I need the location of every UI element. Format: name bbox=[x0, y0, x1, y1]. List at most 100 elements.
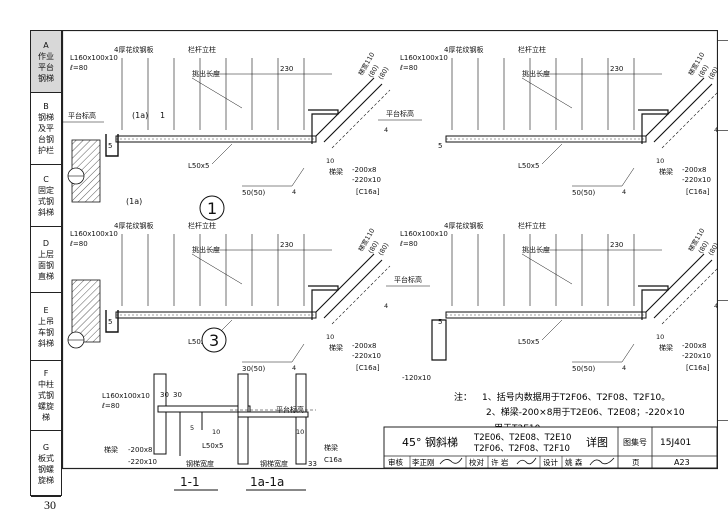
ell-label: ℓ=80 bbox=[69, 240, 88, 248]
plate-section bbox=[157, 405, 251, 413]
dim-5-label: 5 bbox=[108, 318, 112, 326]
dim-10-label: 10 bbox=[326, 333, 334, 341]
slope-weld-label: 4 bbox=[714, 302, 718, 310]
sidebar-tab-text: 护栏 bbox=[38, 146, 54, 155]
page-label: 页 bbox=[632, 458, 640, 467]
sidebar-tab-text: 螺旋 bbox=[38, 402, 54, 411]
edge-tick bbox=[718, 40, 728, 41]
title-suffix: 详图 bbox=[586, 435, 608, 449]
sidebar-tab-text: 面钢 bbox=[38, 260, 54, 270]
sidebar-tab-text: 平台 bbox=[38, 62, 54, 72]
dim-10-label: 10 bbox=[656, 157, 664, 165]
edge-tick bbox=[718, 300, 728, 301]
detail-number: 1 bbox=[207, 199, 217, 218]
sidebar-tab-text: 板式 bbox=[38, 453, 54, 463]
weld-label: 4 bbox=[292, 364, 296, 372]
dim-5-label: 5 bbox=[108, 142, 112, 150]
sidebar-tab-text: 式钢 bbox=[38, 391, 54, 400]
sidebar-tab-text: 中柱 bbox=[38, 380, 54, 389]
design-name: 姚 森 bbox=[565, 457, 583, 467]
sidebar-tab-text: 上吊 bbox=[38, 316, 54, 326]
railing-bracket bbox=[308, 109, 339, 144]
ell-label: ℓ=80 bbox=[69, 64, 88, 72]
small-angle-label: L50x5 bbox=[518, 338, 539, 346]
detail-number-circle bbox=[199, 195, 225, 221]
post-label: 栏杆立柱 bbox=[518, 45, 546, 54]
notes-label: 注： bbox=[454, 391, 472, 403]
angle-label: L160x100x10 bbox=[400, 54, 448, 62]
small-angle-label: L50x5 bbox=[188, 162, 209, 170]
angle-label: L160x100x10 bbox=[400, 230, 448, 238]
s1a-beam-label: 梯梁 bbox=[324, 443, 338, 452]
post-label: 栏杆立柱 bbox=[518, 221, 546, 230]
angle-label: L160x100x10 bbox=[70, 54, 118, 62]
section-mark-c: (1a) bbox=[126, 197, 142, 206]
sidebar-tab-letter: G bbox=[42, 442, 50, 452]
sidebar-tab-text: 梯 bbox=[42, 413, 50, 422]
review-name: 李正刚 bbox=[412, 457, 435, 467]
s11-title: 1-1 bbox=[180, 475, 200, 489]
ell-label: ℓ=80 bbox=[399, 240, 418, 248]
notes-line-2: 2、梯梁-200×8用于T2E06、T2E08；-220×10 bbox=[486, 406, 685, 418]
detail-number-circle bbox=[201, 327, 227, 353]
page-code: A23 bbox=[674, 458, 690, 467]
title-block: 45° 钢斜梯 T2E06、T2E08、T2E10 T2F06、T2F08、T2… bbox=[383, 426, 718, 469]
sidebar-tab-text: 车钢 bbox=[38, 327, 54, 337]
railing-bracket bbox=[638, 285, 669, 320]
s11-dim-5: 5 bbox=[190, 424, 194, 432]
channel-label: [C16a] bbox=[356, 188, 380, 196]
review-signature bbox=[439, 457, 463, 465]
sidebar-tab-text: 台钢 bbox=[38, 135, 54, 144]
beam-b-label: -220x10 bbox=[682, 352, 711, 360]
platform-elevation-label: 平台标高 bbox=[386, 109, 414, 118]
plate-label: 4厚花纹钢板 bbox=[444, 221, 483, 230]
s11-width-label: 钢梯宽度 bbox=[186, 459, 214, 468]
railing-bracket bbox=[308, 285, 339, 320]
weld-label: 4 bbox=[292, 188, 296, 196]
ell-label: ℓ=80 bbox=[399, 64, 418, 72]
beam-a-label: -200x8 bbox=[682, 166, 706, 174]
angle-support bbox=[105, 310, 119, 333]
sidebar-tab-letter: C bbox=[43, 174, 49, 184]
beam-label: 梯梁 bbox=[329, 167, 343, 176]
s11-small-angle: L50x5 bbox=[202, 442, 223, 450]
s1a-channel-label: C16a bbox=[324, 456, 342, 464]
sidebar-tab-text: 钢梯 bbox=[38, 113, 54, 122]
page-number: 30 bbox=[44, 498, 56, 512]
overhang-label: 挑出长度 bbox=[192, 245, 220, 254]
dim-50-label: 50(50) bbox=[242, 189, 266, 197]
check-signature bbox=[516, 457, 537, 465]
section-mark-a: (1a) bbox=[132, 111, 148, 120]
title-prefix: 45° 钢斜梯 bbox=[402, 436, 458, 449]
beam-b-label: -220x10 bbox=[352, 176, 381, 184]
post-label: 栏杆立柱 bbox=[188, 45, 216, 54]
check-label: 校对 bbox=[469, 457, 484, 467]
platform-elevation-label: 平台标高 bbox=[68, 111, 96, 120]
slope-weld-label: 4 bbox=[714, 126, 718, 134]
plate-label: 4厚花纹钢板 bbox=[114, 221, 153, 230]
sidebar-tab-text: 钢螺 bbox=[38, 464, 54, 474]
post-left bbox=[153, 373, 167, 455]
angle-label: L160x100x10 bbox=[70, 230, 118, 238]
beam-b-label: -220x10 bbox=[682, 176, 711, 184]
sidebar-tab-text: 式钢 bbox=[38, 196, 54, 206]
sidebar-tab-text: 作业 bbox=[38, 51, 54, 61]
plate-label: 4厚花纹钢板 bbox=[444, 45, 483, 54]
s11-dim-a: 30 bbox=[160, 391, 169, 399]
s1a-platform-label: 平台标高 bbox=[276, 405, 304, 414]
plate-section-a bbox=[237, 411, 309, 418]
atlas-number: 15J401 bbox=[660, 438, 691, 448]
railing-bracket bbox=[638, 109, 669, 144]
channel-label: [C16a] bbox=[686, 364, 710, 372]
channel-label: [C16a] bbox=[686, 188, 710, 196]
